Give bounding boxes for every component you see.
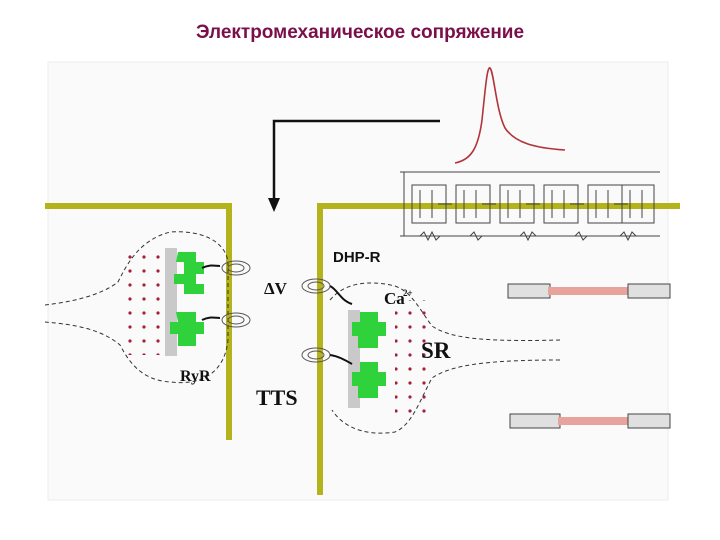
ryr-label: RyR (180, 368, 211, 385)
right-ryanodine-receptors (352, 312, 386, 398)
circuit-cell (543, 184, 584, 224)
delta-v-label: ΔV (264, 279, 288, 298)
stimulus-electrode (268, 119, 440, 212)
dhp-receptor-label: DHP-R (333, 249, 381, 266)
slide-title: Электромеханическое сопряжение (195, 22, 525, 43)
right-calcium-dots (395, 300, 430, 415)
equivalent-circuit (400, 171, 660, 242)
tts-label: TTS (256, 385, 298, 410)
left-dhp-channels (221, 260, 251, 328)
right-connectors (329, 285, 353, 365)
myofilament-bottom (509, 413, 671, 429)
circuit-cell (587, 184, 628, 224)
circuit-cell (455, 184, 496, 224)
circuit-cell (621, 184, 655, 224)
circuit-cell (499, 184, 540, 224)
action-potential-trace (454, 67, 566, 164)
sr-label: SR (421, 338, 451, 363)
circuit-cell (411, 184, 452, 224)
left-calcium-dots (128, 245, 168, 355)
left-sr-outline (44, 231, 229, 384)
calcium-label: Ca (384, 289, 405, 308)
left-ryr-column (165, 248, 177, 356)
left-connectors (201, 264, 221, 321)
t-tubule-membrane (45, 203, 680, 495)
myofilament-top (507, 283, 671, 299)
calcium-charge-label: 2+ (403, 288, 413, 298)
left-ryanodine-receptors (170, 252, 204, 346)
